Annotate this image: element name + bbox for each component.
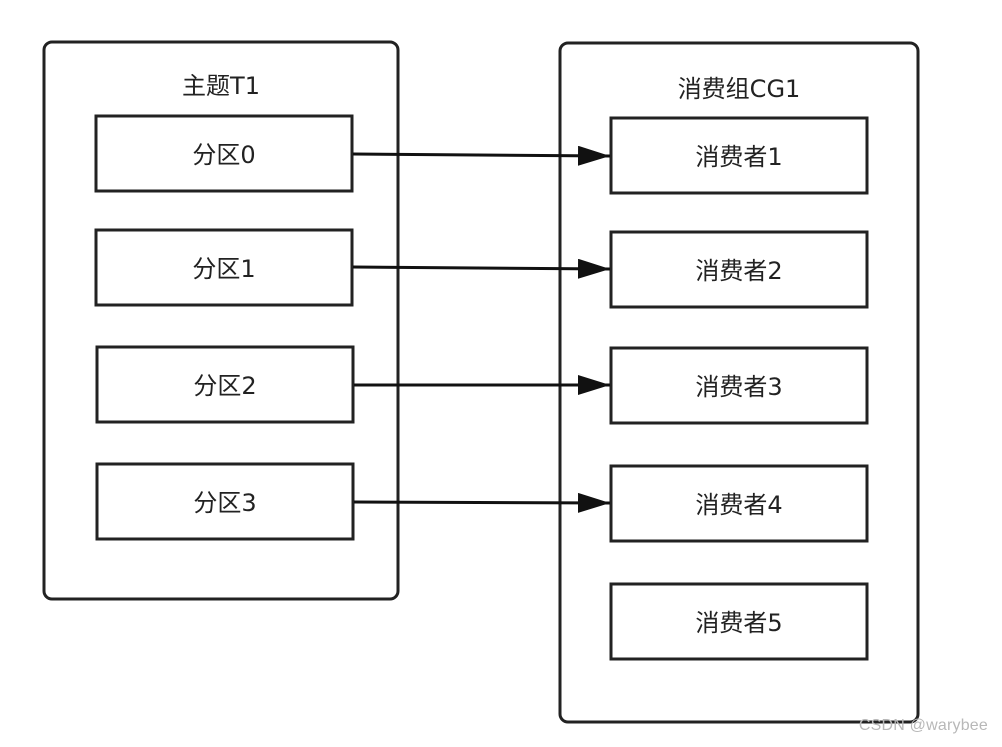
consumer-box: 消费者4	[609, 464, 869, 543]
consumer-box: 消费者1	[609, 116, 869, 195]
assignment-arrow	[352, 258, 611, 279]
watermark-text: CSDN @warybee	[858, 717, 988, 734]
partition-list: 分区0 分区1 分区2 分区3	[94, 114, 355, 541]
consumer-box-frame	[609, 346, 869, 425]
consumer-label: 消费者2	[695, 257, 782, 285]
consumer-label: 消费者3	[695, 373, 782, 401]
consumer-label: 消费者4	[695, 491, 782, 519]
assignment-arrow	[352, 145, 611, 166]
consumer-list: 消费者1 消费者2 消费者3 消费者4 消费者5	[609, 116, 869, 661]
consumer-box: 消费者2	[609, 230, 869, 309]
consumer-box-frame	[609, 230, 869, 309]
consumer-group-title: 消费组CG1	[678, 75, 801, 103]
consumer-box-frame	[609, 464, 869, 543]
partition-box: 分区0	[94, 114, 354, 193]
assignment-arrow	[353, 492, 611, 513]
partition-label: 分区3	[193, 489, 256, 517]
partition-box: 分区2	[95, 345, 355, 424]
consumer-box: 消费者3	[609, 346, 869, 425]
consumer-box-frame	[609, 116, 869, 195]
assignment-arrows	[352, 145, 611, 513]
partition-box: 分区1	[94, 228, 354, 307]
partition-box-frame	[95, 462, 355, 541]
consumer-box-frame	[609, 582, 869, 661]
partition-box-frame	[95, 345, 355, 424]
partition-box-frame	[94, 114, 354, 193]
consumer-label: 消费者5	[695, 609, 782, 637]
partition-box-frame	[94, 228, 354, 307]
partition-box: 分区3	[95, 462, 355, 541]
consumer-box: 消费者5	[609, 582, 869, 661]
consumer-label: 消费者1	[695, 143, 782, 171]
partition-label: 分区1	[192, 255, 255, 283]
partition-label: 分区2	[193, 372, 256, 400]
topic-title: 主题T1	[182, 72, 260, 100]
partition-label: 分区0	[192, 141, 255, 169]
